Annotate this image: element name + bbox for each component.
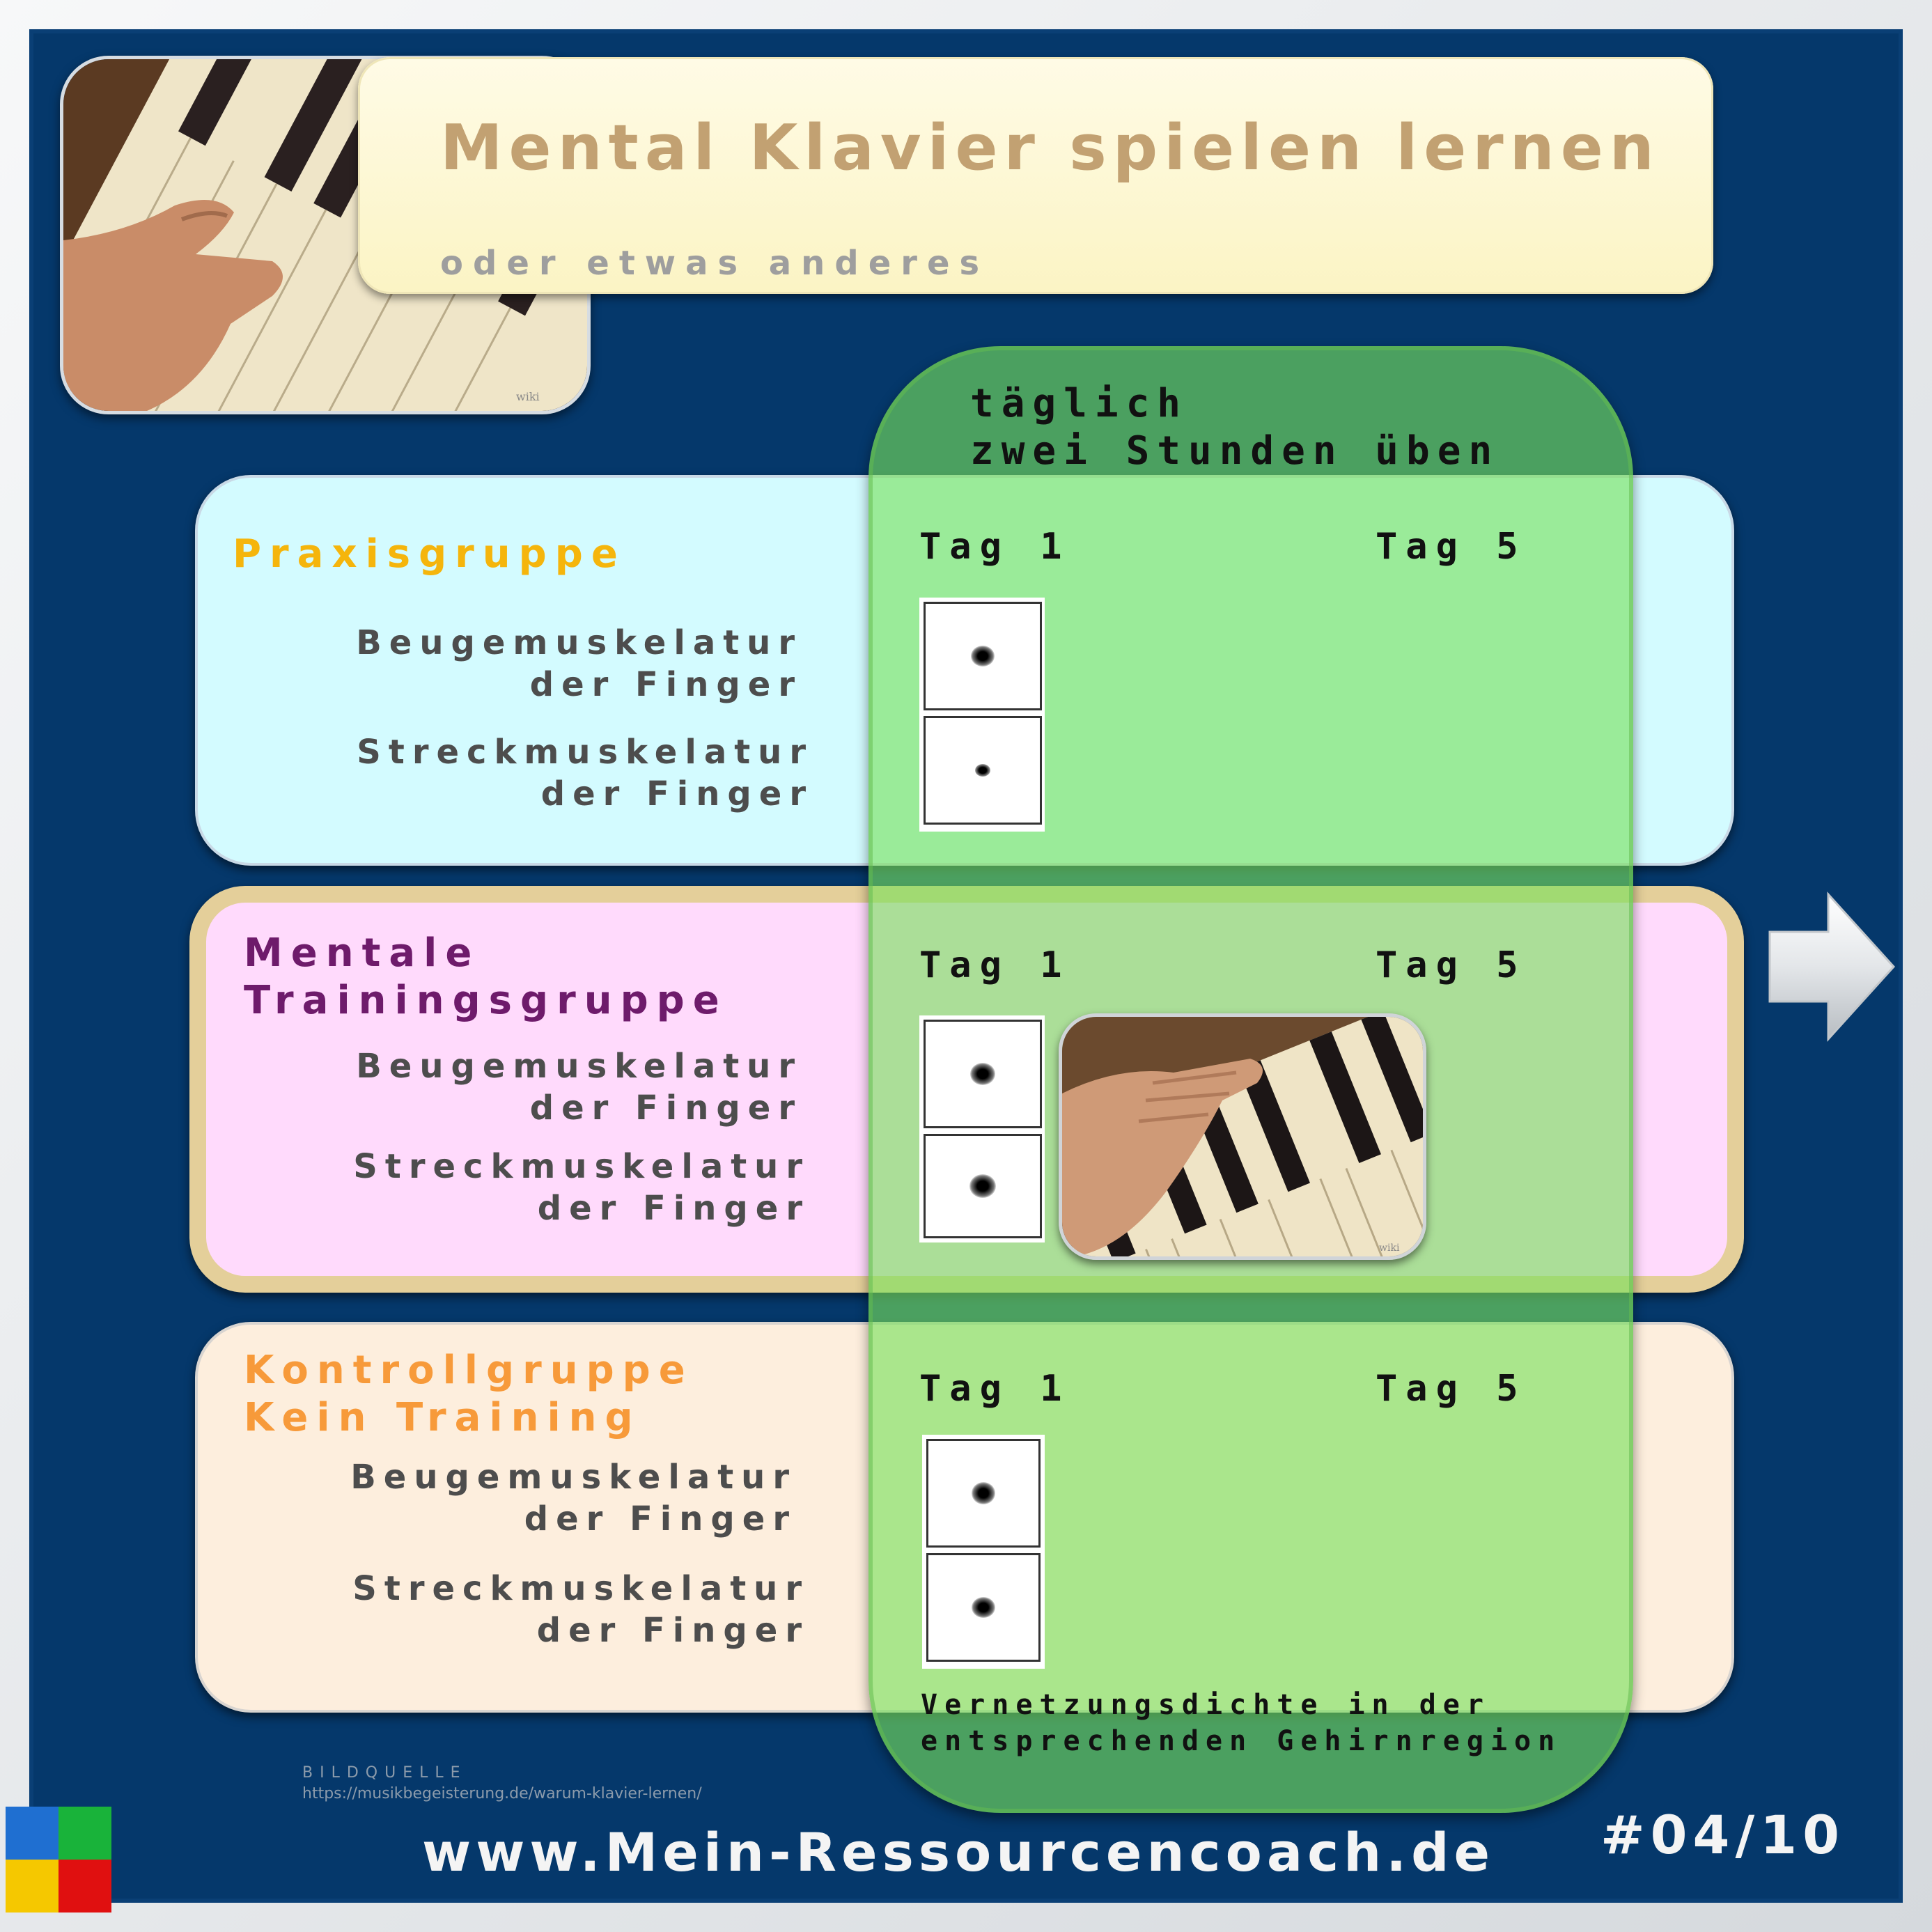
day-end-label: Tag 5: [1376, 1368, 1527, 1410]
brain-scan-image: [924, 1134, 1042, 1238]
arrow-right-icon[interactable]: [1766, 890, 1898, 1043]
group-name-control: Kontrollgruppe Kein Training: [244, 1348, 694, 1440]
muscle-label-flexor: Beugemuskelatur der Finger: [350, 1458, 797, 1538]
day-end-label: Tag 5: [1376, 944, 1527, 986]
group-name-practice: Praxisgruppe: [233, 531, 626, 577]
muscle-label-extensor: Streckmuskelatur der Finger: [352, 1569, 809, 1650]
page-title: Mental Klavier spielen lernen: [440, 111, 1660, 185]
muscle-label-extensor: Streckmuskelatur der Finger: [353, 1147, 810, 1228]
page-number: #04/10: [1600, 1804, 1845, 1866]
day-start-label: Tag 1: [919, 1368, 1070, 1410]
muscle-label-extensor: Streckmuskelatur der Finger: [357, 733, 813, 813]
group-name-mental: Mentale Trainingsgruppe: [244, 930, 728, 1023]
four-square-logo-icon: [6, 1807, 111, 1912]
day-end-label: Tag 5: [1376, 526, 1527, 568]
brain-scan-image: [926, 1439, 1041, 1548]
brain-scan-image: [926, 1553, 1041, 1662]
brain-scan-pair: [919, 1015, 1045, 1242]
brain-scan-pair: [919, 598, 1045, 832]
piano-photo-mental: wiki: [1059, 1013, 1426, 1260]
day-start-label: Tag 1: [919, 526, 1070, 568]
image-source-url[interactable]: https://musikbegeisterung.de/warum-klavi…: [302, 1785, 702, 1802]
brain-scan-image: [924, 716, 1042, 825]
image-source-label: BILDQUELLE: [302, 1764, 467, 1782]
brain-scan-image: [924, 602, 1042, 710]
muscle-label-flexor: Beugemuskelatur der Finger: [356, 623, 802, 704]
svg-text:wiki: wiki: [1379, 1242, 1400, 1254]
svg-text:wiki: wiki: [516, 390, 540, 403]
brain-density-caption: Vernetzungsdichte in der entsprechenden …: [921, 1689, 1562, 1757]
muscle-label-flexor: Beugemuskelatur der Finger: [356, 1047, 802, 1128]
day-start-label: Tag 1: [919, 944, 1070, 986]
daily-practice-label: täglich zwei Stunden üben: [970, 381, 1500, 474]
brain-scan-pair: [922, 1435, 1045, 1669]
website-link[interactable]: www.Mein-Ressourcencoach.de: [422, 1821, 1495, 1883]
title-box: [358, 57, 1713, 294]
page-subtitle: oder etwas anderes: [440, 244, 990, 283]
brain-scan-image: [924, 1020, 1042, 1128]
